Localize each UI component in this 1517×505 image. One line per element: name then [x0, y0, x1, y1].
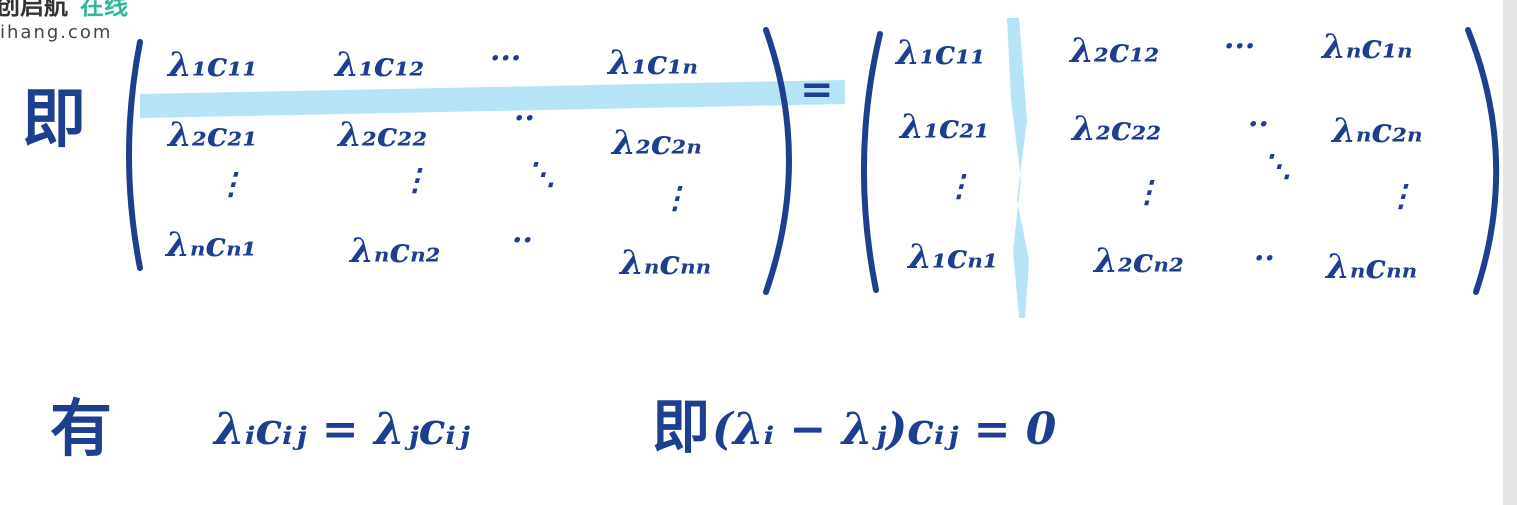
right-matrix-cell: λ₂c₁₂ [1070, 31, 1160, 71]
right-matrix-close-bracket [1465, 27, 1500, 295]
left-matrix-cell: ·· [514, 101, 535, 136]
right-edge-strip [1503, 0, 1517, 505]
left-matrix-cell: ··· [490, 41, 522, 76]
left-matrix-cell: ⋮ [660, 181, 690, 216]
line2-word: 即 [652, 393, 711, 461]
right-matrix-cell: ⋱ [1262, 149, 1292, 184]
left-matrix-cell: λₙcₙₙ [620, 243, 712, 283]
line2-prefix-char: 有 [50, 392, 113, 465]
left-matrix-cell: ⋮ [400, 163, 430, 198]
right-matrix-cell: λₙc₂ₙ [1332, 111, 1423, 151]
right-matrix-cell: ··· [1224, 29, 1256, 64]
right-matrix-cell: ⋮ [1386, 179, 1416, 214]
right-matrix-cell: λ₂cₙ₂ [1094, 241, 1184, 281]
left-matrix-cell: λₙcₙ₂ [350, 231, 441, 271]
matrix-equals-sign: = [800, 66, 834, 113]
row-highlight [140, 80, 845, 118]
right-matrix-cell: λ₁c₂₁ [900, 107, 990, 147]
left-matrix-cell: λₙcₙ₁ [166, 225, 257, 265]
right-matrix-cell: ·· [1254, 241, 1275, 276]
left-matrix-cell: λ₂c₂₁ [168, 115, 258, 155]
line2-equation-2: (λᵢ − λⱼ)cᵢⱼ = 0 [712, 404, 1057, 455]
right-matrix-cell: ⋮ [1132, 175, 1162, 210]
line2-equation-1: λᵢcᵢⱼ = λⱼcᵢⱼ [214, 404, 470, 455]
right-matrix-cell: λₙcₙₙ [1326, 247, 1418, 287]
left-matrix-cell: λ₁c₁₁ [168, 45, 258, 85]
left-matrix-cell: λ₁c₁₂ [335, 45, 425, 85]
line1-prefix-char: 即 [22, 83, 86, 157]
right-matrix-cell: λₙc₁ₙ [1322, 27, 1413, 67]
right-matrix-cell: ·· [1248, 107, 1269, 142]
right-matrix-cell: λ₁cₙ₁ [908, 237, 998, 277]
right-matrix-cell: ⋮ [944, 169, 974, 204]
left-matrix-cell: λ₂c₂ₙ [612, 123, 702, 163]
left-matrix-cell: ·· [512, 223, 533, 258]
left-matrix-cell: λ₂c₂₂ [338, 115, 428, 155]
right-matrix-cell: λ₂c₂₂ [1072, 109, 1162, 149]
right-matrix-open-bracket [860, 31, 883, 293]
left-matrix-open-bracket [126, 39, 143, 271]
logo-sub-text: ihang.com [0, 22, 113, 43]
left-matrix-cell: λ₁c₁ₙ [608, 43, 698, 83]
right-matrix-cell: λ₁c₁₁ [896, 33, 986, 73]
left-matrix-cell: ⋮ [216, 167, 246, 202]
column-highlight [1007, 18, 1029, 318]
left-matrix-cell: ⋱ [526, 157, 556, 192]
logo-accent-text: 在线 [80, 0, 128, 20]
logo-main-text: 创启航 [0, 0, 68, 20]
left-matrix-close-bracket [763, 27, 792, 295]
